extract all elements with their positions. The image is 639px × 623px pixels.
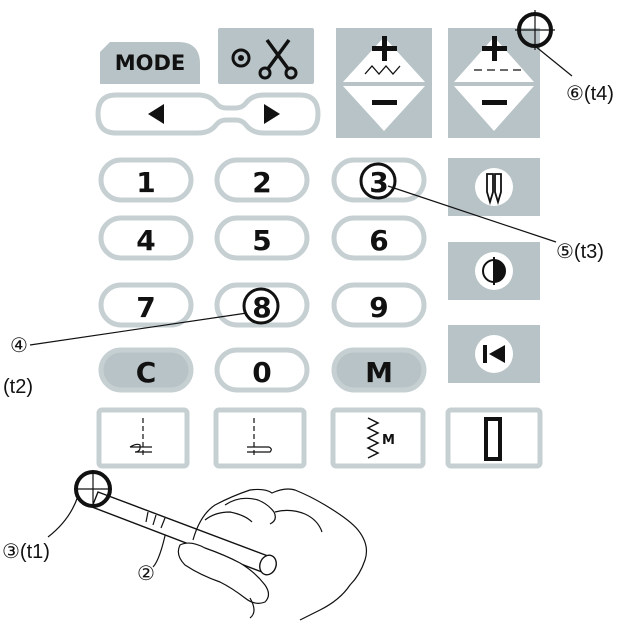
key-c[interactable]: C bbox=[98, 347, 194, 393]
half-circle-icon bbox=[475, 252, 513, 290]
svg-text:8: 8 bbox=[252, 291, 271, 324]
key-m[interactable]: M bbox=[331, 347, 427, 393]
key-2[interactable]: 2 bbox=[214, 157, 310, 203]
svg-text:4: 4 bbox=[136, 224, 155, 257]
svg-text:7: 7 bbox=[136, 291, 155, 324]
stitch-key-3[interactable]: M bbox=[330, 407, 426, 469]
key-4[interactable]: 4 bbox=[98, 215, 194, 261]
restart-icon bbox=[475, 335, 513, 373]
needle-scissors-icon bbox=[231, 38, 298, 80]
hand-drawing bbox=[177, 488, 368, 621]
dashed-plus-minus-icon bbox=[454, 36, 534, 131]
leader-c4 bbox=[29, 312, 248, 346]
thread-cutter-key[interactable] bbox=[218, 28, 314, 84]
key-7[interactable]: 7 bbox=[98, 282, 194, 328]
leader-c5 bbox=[387, 185, 557, 243]
svg-text:MODE: MODE bbox=[115, 51, 186, 75]
leader-c3 bbox=[47, 495, 79, 538]
stylus-pen-icon bbox=[91, 491, 277, 576]
mirror-key[interactable] bbox=[448, 242, 540, 300]
callout-3: ③(t1) bbox=[2, 541, 50, 563]
key-0[interactable]: 0 bbox=[214, 347, 310, 393]
callout-4-tag: (t2) bbox=[3, 376, 33, 398]
restart-key[interactable] bbox=[448, 325, 540, 383]
callout-2: ② bbox=[137, 563, 155, 585]
zigzag-m-icon: M bbox=[366, 417, 395, 459]
callout-5: ⑤(t3) bbox=[556, 241, 604, 263]
callout-4-number: ④ bbox=[10, 335, 28, 357]
buttonhole-key[interactable] bbox=[445, 407, 543, 469]
key-6[interactable]: 6 bbox=[331, 215, 427, 261]
svg-text:0: 0 bbox=[252, 356, 271, 389]
stitch-key-1[interactable] bbox=[96, 407, 190, 469]
key-1[interactable]: 1 bbox=[98, 157, 194, 203]
straight-stitch-right-icon bbox=[247, 418, 272, 458]
leader-c6 bbox=[534, 45, 573, 77]
svg-text:1: 1 bbox=[136, 166, 155, 199]
svg-text:6: 6 bbox=[369, 224, 388, 257]
svg-text:C: C bbox=[136, 356, 157, 389]
svg-text:M: M bbox=[382, 433, 395, 448]
arrow-left-icon[interactable] bbox=[148, 104, 164, 124]
numpad: 1 2 3 4 5 6 7 8 bbox=[98, 157, 427, 393]
buttonhole-icon bbox=[484, 417, 502, 461]
stitch-key-2[interactable] bbox=[213, 407, 307, 469]
key-8[interactable]: 8 bbox=[214, 282, 310, 328]
svg-text:2: 2 bbox=[252, 166, 271, 199]
svg-text:3: 3 bbox=[369, 166, 388, 199]
svg-text:5: 5 bbox=[252, 224, 271, 257]
touch-point-t2 bbox=[242, 287, 280, 325]
touch-point-t3 bbox=[359, 162, 397, 200]
callout-6: ⑥(t4) bbox=[566, 83, 614, 105]
stitch-width-key[interactable] bbox=[336, 28, 432, 138]
arrow-right-icon[interactable] bbox=[264, 104, 280, 124]
twin-needle-key[interactable] bbox=[448, 158, 540, 216]
svg-text:M: M bbox=[365, 356, 393, 389]
zigzag-plus-minus-icon bbox=[343, 36, 425, 131]
arrow-keys[interactable] bbox=[95, 92, 321, 136]
mode-key[interactable]: MODE bbox=[100, 42, 200, 84]
key-9[interactable]: 9 bbox=[331, 282, 427, 328]
stitch-length-key[interactable] bbox=[448, 28, 540, 138]
twin-needle-icon bbox=[475, 168, 513, 206]
straight-stitch-left-icon bbox=[129, 418, 152, 458]
svg-text:9: 9 bbox=[369, 291, 388, 324]
touch-point-t1 bbox=[74, 470, 112, 508]
key-5[interactable]: 5 bbox=[214, 215, 310, 261]
